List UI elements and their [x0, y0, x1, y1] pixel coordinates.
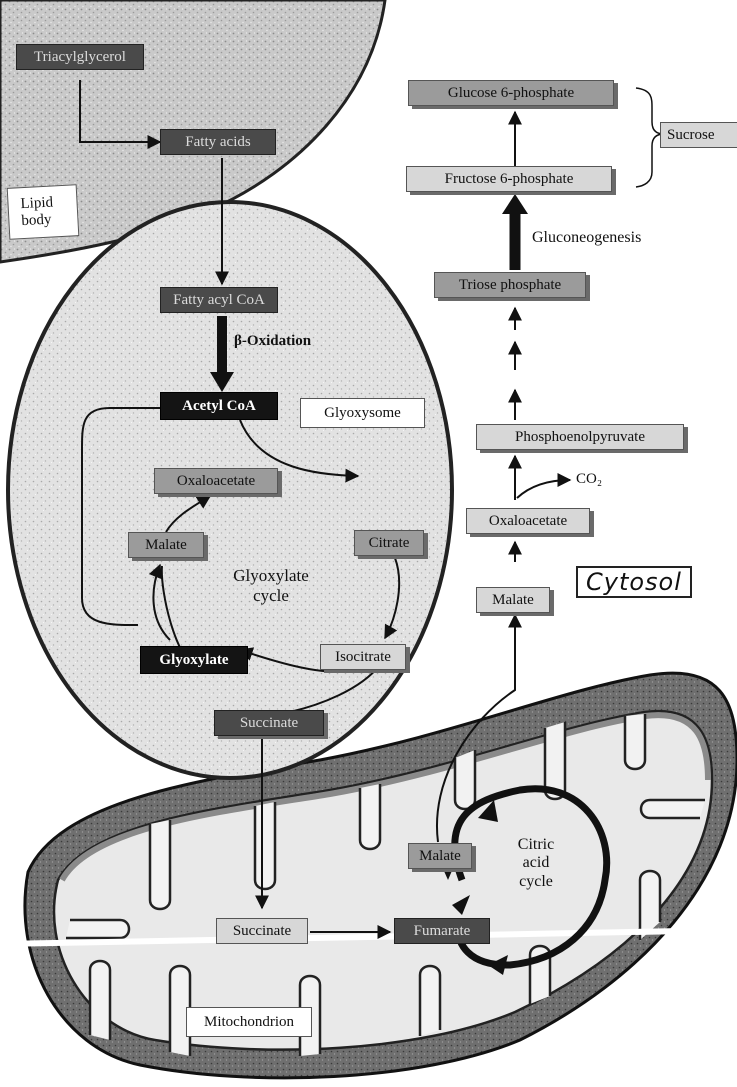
malate-glyoxysome-box: Malate [128, 532, 204, 558]
fatty-acyl-coa-box: Fatty acyl CoA [160, 287, 278, 313]
triose-phosphate-box: Triose phosphate [434, 272, 586, 298]
citrate-box: Citrate [354, 530, 424, 556]
gluconeogenesis-label: Gluconeogenesis [532, 230, 641, 246]
citric-acid-cycle-label: Citric acid cycle [506, 836, 566, 891]
malate-mitochondrion-box: Malate [408, 843, 472, 869]
oxaloacetate-glyoxysome-box: Oxaloacetate [154, 468, 278, 494]
glucose-6-phosphate-box: Glucose 6-phosphate [408, 80, 614, 106]
fumarate-box: Fumarate [394, 918, 490, 944]
fatty-acids-box: Fatty acids [160, 129, 276, 155]
fructose-6-phosphate-box: Fructose 6-phosphate [406, 166, 612, 192]
sucrose-box: Sucrose [660, 122, 737, 148]
glyoxylate-cycle-label: Glyoxylate cycle [226, 566, 316, 607]
succinate-glyoxysome-box: Succinate [214, 710, 324, 736]
isocitrate-box: Isocitrate [320, 644, 406, 670]
beta-oxidation-label: β-Oxidation [234, 334, 311, 349]
cytosol-label: Cytosol [576, 566, 692, 598]
malate-cytosol-box: Malate [476, 587, 550, 613]
succinate-mitochondrion-box: Succinate [216, 918, 308, 944]
co2-label: CO₂ [576, 472, 602, 487]
acetyl-coa-box: Acetyl CoA [160, 392, 278, 420]
glyoxylate-box: Glyoxylate [140, 646, 248, 674]
glyoxysome-label: Glyoxysome [300, 398, 425, 428]
oxaloacetate-cytosol-box: Oxaloacetate [466, 508, 590, 534]
lipid-body-label: Lipid body [7, 184, 80, 240]
mitochondrion-label: Mitochondrion [186, 1007, 312, 1037]
phosphoenolpyruvate-box: Phosphoenolpyruvate [476, 424, 684, 450]
triacylglycerol-box: Triacylglycerol [16, 44, 144, 70]
